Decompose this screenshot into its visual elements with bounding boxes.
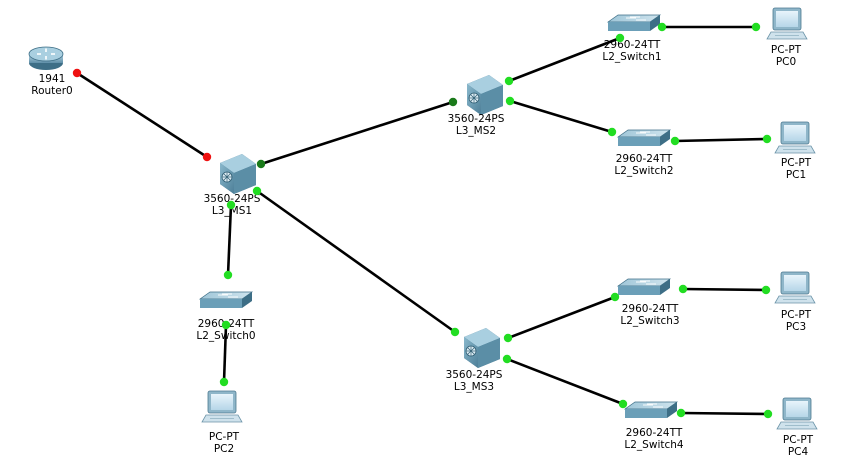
- device-model-label: 3560-24PS: [446, 369, 503, 381]
- sw1-switch-icon[interactable]: [606, 14, 662, 31]
- device-model-label: 3560-24PS: [204, 193, 261, 205]
- device-name-label: L3_MS3: [454, 381, 494, 393]
- sw4-switch-icon[interactable]: [623, 401, 679, 418]
- device-model-label: PC-PT: [781, 309, 812, 321]
- port-status-light: [657, 22, 667, 32]
- device-name-label: PC4: [788, 446, 809, 458]
- pc2-pc-icon[interactable]: [201, 390, 243, 423]
- port-status-light: [676, 408, 686, 418]
- port-status-light: [670, 136, 680, 146]
- device-model-label: 1941: [39, 73, 66, 85]
- device-model-label: 2960-24TT: [616, 153, 673, 165]
- port-status-light: [219, 377, 229, 387]
- link-ms1-sw0[interactable]: [226, 204, 233, 276]
- port-status-light: [761, 285, 771, 295]
- device-model-label: PC-PT: [781, 157, 812, 169]
- device-name-label: Router0: [31, 85, 72, 97]
- port-status-light: [504, 76, 514, 86]
- link-ms3-sw3[interactable]: [507, 295, 616, 340]
- port-status-light: [72, 68, 82, 78]
- ms1-multilayer-switch-icon[interactable]: [220, 154, 256, 194]
- link-sw4-pc4[interactable]: [680, 411, 769, 416]
- device-name-label: L3_MS1: [212, 205, 252, 217]
- device-name-label: PC1: [786, 169, 806, 181]
- device-model-label: PC-PT: [771, 44, 802, 56]
- device-model-label: 2960-24TT: [626, 427, 683, 439]
- link-sw2-pc1[interactable]: [674, 137, 768, 143]
- port-status-light: [226, 200, 236, 210]
- port-status-light: [615, 33, 625, 43]
- device-name-label: PC2: [214, 443, 234, 455]
- pc0-pc-icon[interactable]: [766, 7, 808, 40]
- device-name-label: PC0: [776, 56, 796, 68]
- sw0-switch-icon[interactable]: [198, 291, 254, 308]
- pc4-pc-icon[interactable]: [776, 397, 818, 430]
- link-ms1-ms2[interactable]: [260, 100, 454, 166]
- link-ms2-sw1[interactable]: [508, 36, 621, 83]
- port-status-light: [256, 159, 266, 169]
- device-name-label: PC3: [786, 321, 806, 333]
- port-status-light: [607, 127, 617, 137]
- sw3-switch-icon[interactable]: [616, 278, 672, 295]
- port-status-light: [618, 399, 628, 409]
- device-name-label: L2_Switch1: [602, 51, 661, 63]
- port-status-light: [450, 327, 460, 337]
- device-name-label: L3_MS2: [456, 125, 496, 137]
- links-layer: [76, 25, 769, 416]
- port-status-light: [503, 333, 513, 343]
- ports-layer: [72, 22, 773, 419]
- device-name-label: L2_Switch0: [196, 330, 255, 342]
- port-status-light: [610, 292, 620, 302]
- sw2-switch-icon[interactable]: [616, 129, 672, 146]
- router0-router-icon[interactable]: [28, 46, 64, 70]
- port-status-light: [751, 22, 761, 32]
- link-router0-ms1[interactable]: [76, 71, 208, 159]
- devices-layer: 1941Router03560-24PSL3_MS13560-24PSL3_MS…: [28, 7, 818, 458]
- pc3-pc-icon[interactable]: [774, 271, 816, 304]
- device-model-label: 3560-24PS: [448, 113, 505, 125]
- device-model-label: PC-PT: [209, 431, 240, 443]
- port-status-light: [448, 97, 458, 107]
- device-name-label: L2_Switch3: [620, 315, 679, 327]
- ms3-multilayer-switch-icon[interactable]: [464, 328, 500, 368]
- ms2-multilayer-switch-icon[interactable]: [467, 75, 503, 115]
- pc1-pc-icon[interactable]: [774, 121, 816, 154]
- device-name-label: L2_Switch4: [624, 439, 683, 451]
- link-ms2-sw2[interactable]: [509, 99, 613, 134]
- port-status-light: [505, 96, 515, 106]
- link-ms3-sw4[interactable]: [506, 357, 624, 406]
- device-model-label: 2960-24TT: [604, 39, 661, 51]
- port-status-light: [763, 409, 773, 419]
- device-model-label: 2960-24TT: [622, 303, 679, 315]
- link-sw3-pc3[interactable]: [682, 287, 767, 292]
- device-model-label: PC-PT: [783, 434, 814, 446]
- port-status-light: [221, 320, 231, 330]
- device-name-label: L2_Switch2: [614, 165, 673, 177]
- port-status-light: [762, 134, 772, 144]
- port-status-light: [202, 152, 212, 162]
- port-status-light: [223, 270, 233, 280]
- link-ms1-ms3[interactable]: [256, 189, 456, 334]
- port-status-light: [252, 186, 262, 196]
- link-sw0-pc2[interactable]: [222, 324, 228, 383]
- port-status-light: [678, 284, 688, 294]
- port-status-light: [502, 354, 512, 364]
